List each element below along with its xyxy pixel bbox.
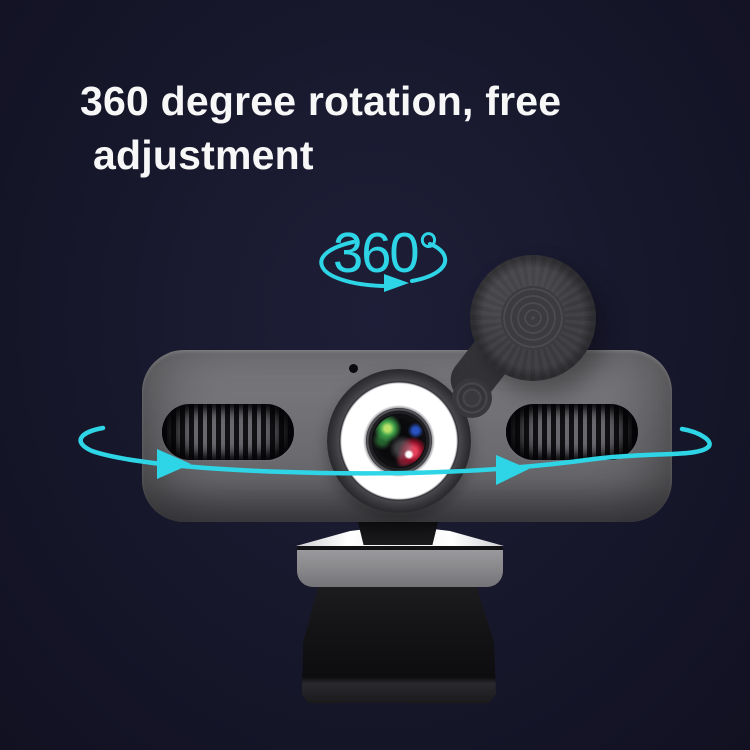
speaker-grille-right	[506, 404, 638, 460]
rotation-badge-label: 360°	[333, 221, 439, 285]
microphone-hole	[349, 364, 358, 373]
privacy-cover-disc	[470, 255, 596, 381]
speaker-grille-left	[162, 404, 294, 460]
camera-lens	[372, 414, 426, 468]
mount-clip-top	[297, 544, 503, 587]
mount-clip-jaw	[302, 587, 496, 703]
privacy-cover-pivot	[452, 378, 492, 418]
privacy-cover-rings	[501, 286, 565, 350]
heading-line-1: 360 degree rotation, free	[80, 78, 562, 124]
heading-line-2: adjustment	[93, 132, 314, 178]
